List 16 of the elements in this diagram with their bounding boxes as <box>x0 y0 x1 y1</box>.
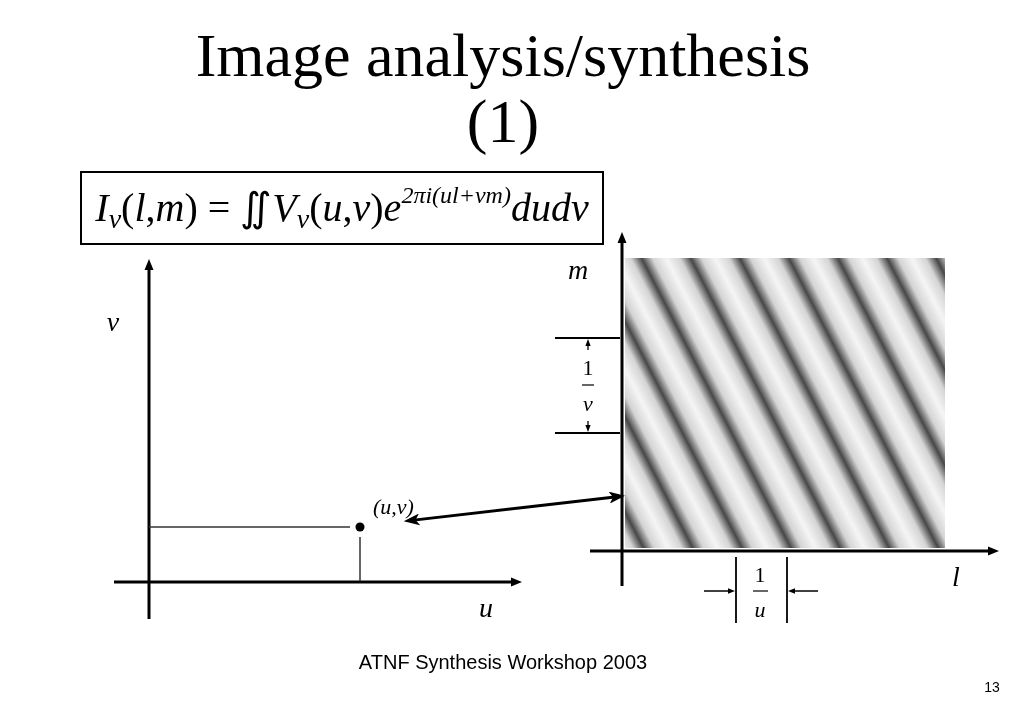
double-arrow <box>403 491 625 526</box>
formula-box <box>80 171 604 245</box>
slide-title: Image analysis/synthesis (1) <box>194 22 812 154</box>
fraction-numerator: 1 <box>582 357 594 379</box>
formula: I$_{ν}$(l,m) = ∬V$_{ν}$(u,v)e$^{2πi(ul+vm)}$dudv <box>95 184 589 232</box>
footer-caption: ATNF Synthesis Workshop 2003 <box>358 650 648 675</box>
point-label: (u,v) <box>373 494 414 520</box>
fraction-denominator: u <box>754 599 766 621</box>
page-number: 13 <box>984 680 1000 694</box>
fringe-pattern-picture <box>625 258 945 548</box>
fraction-denominator: v <box>583 393 593 415</box>
axis-label: l <box>952 563 960 591</box>
axis-label: v <box>106 308 120 336</box>
axis-label: u <box>479 594 493 622</box>
fraction-numerator: 1 <box>754 564 766 586</box>
axis-label: m <box>567 256 589 284</box>
